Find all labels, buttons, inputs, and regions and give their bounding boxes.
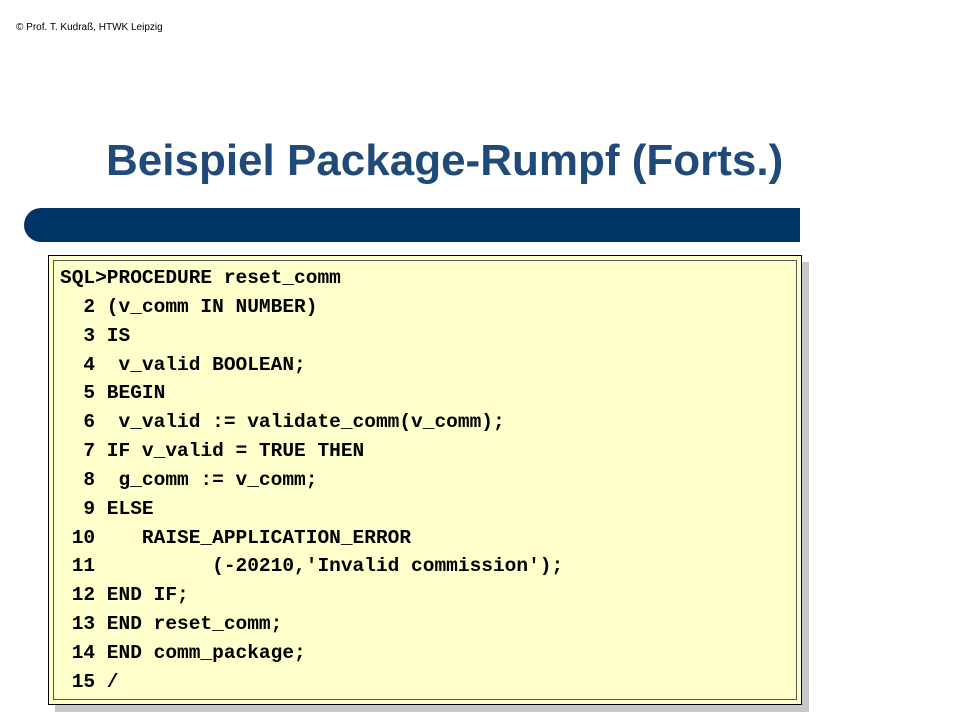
code-line: 9 ELSE [60,497,154,520]
code-line: 3 IS [60,324,131,347]
code-line: 10 RAISE_APPLICATION_ERROR [60,526,412,549]
code-line: 5 BEGIN [60,382,166,405]
code-line: 6 v_valid := validate_comm(v_comm); [60,411,505,434]
slide-title: Beispiel Package-Rumpf (Forts.) [106,136,784,185]
code-line: SQL>PROCEDURE reset_comm [60,267,341,289]
code-line: 14 END comm_package; [60,641,306,664]
code-listing: SQL>PROCEDURE reset_comm 2 (v_comm IN NU… [60,264,563,697]
code-line: 7 IF v_valid = TRUE THEN [60,440,365,463]
code-line: 2 (v_comm IN NUMBER) [60,295,318,318]
code-line: 15 / [60,670,119,693]
code-line: 4 v_valid BOOLEAN; [60,353,306,376]
code-box: SQL>PROCEDURE reset_comm 2 (v_comm IN NU… [48,255,802,705]
code-line: 11 (-20210,'Invalid commission'); [60,555,564,578]
code-box-inner-border [53,260,797,700]
code-line: 12 END IF; [60,584,189,607]
copyright-notice: © Prof. T. Kudraß, HTWK Leipzig [16,22,163,33]
code-line: 8 g_comm := v_comm; [60,468,318,491]
title-underline-bar [24,208,800,242]
code-line: 13 END reset_comm; [60,613,283,636]
